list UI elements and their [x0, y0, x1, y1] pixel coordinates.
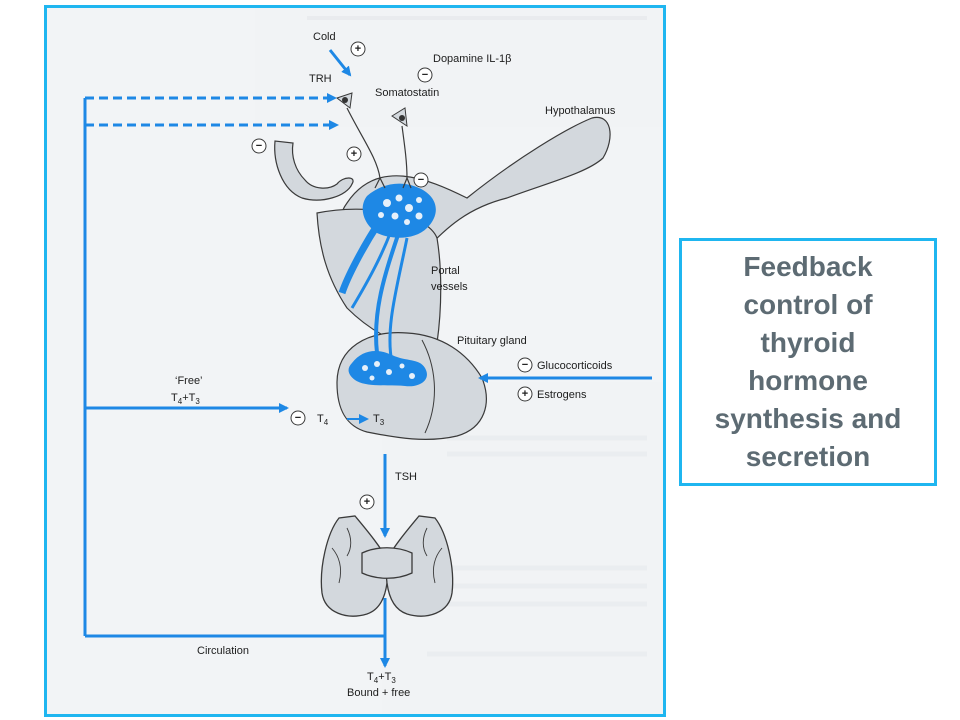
label-hypothalamus: Hypothalamus: [545, 105, 616, 117]
caption-line: hormone: [748, 365, 868, 396]
sign-cold-plus: +: [350, 41, 366, 57]
svg-text:+: +: [364, 496, 370, 508]
thyroid-gland: [320, 515, 454, 617]
label-t3: T3: [373, 413, 385, 427]
label-cold: Cold: [313, 31, 336, 43]
svg-text:−: −: [422, 69, 428, 81]
portal-vessels: [338, 183, 436, 387]
label-glucocorticoids: Glucocorticoids: [537, 360, 613, 372]
caption-box: Feedback control of thyroid hormone synt…: [679, 238, 937, 486]
label-dopamine: Dopamine IL-1β: [433, 53, 511, 65]
thyroid-feedback-figure: + − − + − − + −: [44, 5, 666, 717]
svg-text:−: −: [418, 174, 424, 186]
label-somatostatin: Somatostatin: [375, 87, 439, 99]
sign-estrogens-plus: +: [517, 386, 533, 402]
label-portal: Portal: [431, 265, 460, 277]
label-circulation: Circulation: [197, 645, 249, 657]
svg-text:+: +: [355, 43, 361, 55]
caption-text: Feedback control of thyroid hormone synt…: [693, 248, 923, 476]
svg-text:+: +: [351, 148, 357, 160]
label-free: ‘Free’: [175, 375, 203, 387]
sign-glucocorticoids-minus: −: [517, 357, 533, 373]
caption-line: control of: [743, 289, 873, 320]
label-t4: T4: [317, 413, 329, 427]
caption-line: secretion: [745, 441, 871, 472]
label-bound-t4t3: T4+T3: [367, 671, 396, 685]
sign-tsh-plus: +: [359, 494, 375, 510]
label-trh: TRH: [309, 73, 332, 85]
hypothalamus-curl: [274, 140, 354, 201]
sign-free-t4t3-minus: −: [290, 410, 306, 426]
label-free-t4t3: T4+T3: [171, 392, 200, 406]
somatostatin-neuron: [391, 107, 412, 189]
label-vessels: vessels: [431, 281, 468, 293]
feedback-diagram: + − − + − − + −: [47, 8, 663, 714]
label-bound-free: Bound + free: [347, 687, 410, 699]
trh-neuron: [335, 92, 386, 189]
caption-line: synthesis and: [714, 403, 902, 434]
feedback-loop: [83, 93, 385, 638]
svg-text:−: −: [522, 359, 528, 371]
caption-line: Feedback: [743, 251, 873, 282]
label-estrogens: Estrogens: [537, 389, 587, 401]
sign-trh-plus: +: [346, 146, 362, 162]
svg-text:+: +: [522, 388, 528, 400]
caption-line: thyroid: [760, 327, 856, 358]
sign-hypothalamus-minus: −: [251, 138, 267, 154]
sign-dopamine-minus: −: [417, 67, 433, 83]
svg-text:−: −: [295, 412, 301, 424]
cold-arrow: [328, 49, 352, 77]
pituitary-divide: [421, 339, 435, 434]
sign-somatostatin-minus: −: [413, 172, 429, 188]
label-tsh: TSH: [395, 471, 417, 483]
svg-text:−: −: [256, 140, 262, 152]
label-pituitary: Pituitary gland: [457, 335, 527, 347]
